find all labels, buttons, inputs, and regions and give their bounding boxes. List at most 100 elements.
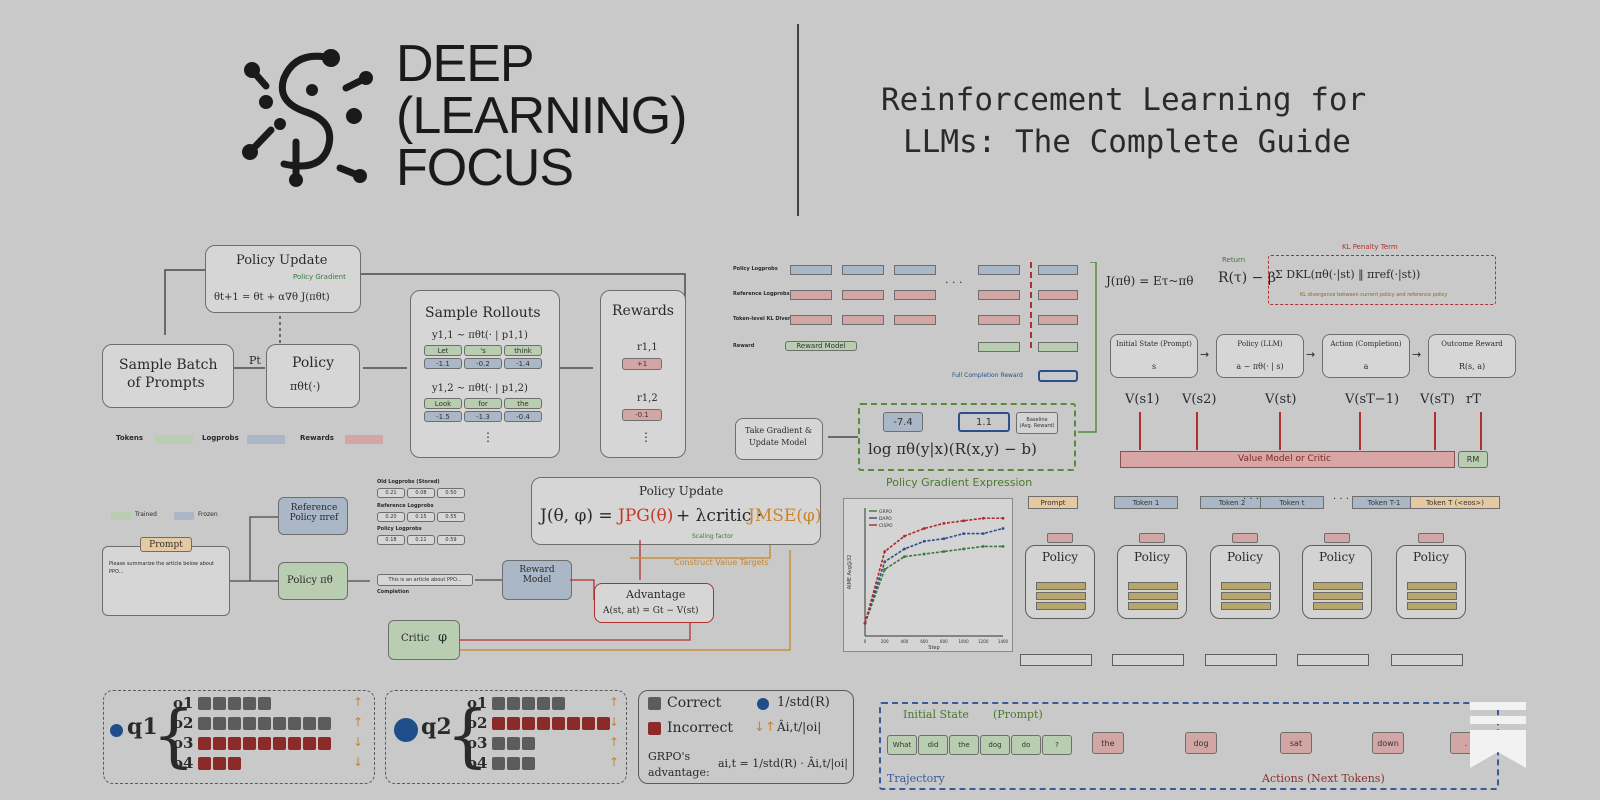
inv-std-label: 1/std(R) [777, 695, 830, 710]
policy-card-label: Policy [1042, 550, 1078, 564]
trajectory-token: ? [1042, 735, 1072, 755]
policy-card: Policy [1025, 545, 1095, 619]
q2-dot-icon [394, 718, 418, 742]
reward-r1-label: r1,1 [637, 342, 658, 353]
advantage-equation: A(st, at) = Gt − V(st) [603, 606, 699, 616]
action-chip: down [1372, 732, 1404, 754]
bookmark-icon[interactable] [1470, 702, 1530, 770]
rollout-token: the [504, 398, 542, 409]
token-chip: Token t [1260, 496, 1324, 509]
policy-theta-box [278, 562, 348, 600]
incorrect-token [597, 717, 610, 730]
kl-cell [978, 290, 1020, 300]
reward-model-ppo-box [502, 560, 572, 600]
ref-logprobs-label: Reference Logprobs [377, 503, 434, 509]
trajectory-label: Trajectory [887, 772, 945, 785]
token-ellipsis: · · · [1333, 494, 1349, 505]
rl-step-box [1110, 334, 1198, 378]
chart-panel [843, 498, 1013, 652]
kl-sum-expression: Σ DKL(πθ(·|st) ‖ πref(·|st)) [1275, 268, 1421, 281]
ppo-logprob-cell: 0.15 [407, 512, 435, 522]
prompt-paren-label: (Prompt) [993, 708, 1043, 721]
legend-trained-swatch [111, 512, 131, 520]
advantage-arrow: ↑ [609, 695, 620, 709]
correct-token [243, 697, 256, 710]
token-chip: Token T (<eos>) [1410, 496, 1500, 509]
kl-cell-final [1038, 290, 1078, 300]
rollout-token: Look [424, 398, 462, 409]
value-stem [1480, 412, 1482, 450]
value-stem [1434, 412, 1436, 450]
trajectory-token: did [918, 735, 948, 755]
trajectory-token: What [887, 735, 917, 755]
pg-expression: log πθ(y|x)(R(x,y) − b) [868, 440, 1037, 458]
policy-card-input [1205, 654, 1277, 666]
grpo-q1-panel [103, 690, 375, 784]
policy-card-label: Policy [1413, 550, 1449, 564]
logo-line-1: DEEP [396, 35, 535, 93]
policy-card: Policy [1210, 545, 1280, 619]
value-stem [1196, 412, 1198, 450]
kl-reward-cell-final [1038, 342, 1078, 352]
x-tick-label: 1400 [998, 639, 1009, 644]
rollout-token: for [464, 398, 502, 409]
grpo-formula: ai,t = 1/std(R) · Âi,t/|oi| [718, 757, 849, 770]
policy-card-bar [1128, 602, 1178, 610]
prompt-text: Please summarize the article below about… [109, 561, 214, 575]
token-chip: Token T-1 [1352, 496, 1416, 509]
kl-cell [978, 315, 1020, 325]
take-gradient-box [735, 418, 823, 460]
rl-step-arrow: → [1412, 348, 1422, 361]
series-point [863, 621, 867, 625]
policy-card-bar [1221, 602, 1271, 610]
incorrect-token [507, 717, 520, 730]
objective-label: J(πθ) = Eτ~πθ [1106, 274, 1194, 288]
policy-card-bar [1313, 592, 1363, 600]
policy-card-input [1391, 654, 1463, 666]
incorrect-token [198, 757, 211, 770]
policy-card: Policy [1117, 545, 1187, 619]
value-stem [1279, 412, 1281, 450]
correct-token [228, 717, 241, 730]
incorrect-label: Incorrect [667, 720, 733, 736]
grpo-q2-panel [385, 690, 627, 784]
full-completion-reward-label: Full Completion Reward [952, 372, 1023, 379]
rl-step-box [1216, 334, 1304, 378]
inv-std-dot-icon [757, 698, 769, 710]
objective-jpg: JPG(θ) [618, 506, 674, 526]
policy-card-input [1297, 654, 1369, 666]
legend-logprobs-label: Logprobs [202, 434, 239, 442]
q1-label: q1 [127, 714, 158, 740]
reward-r2-value: -0.1 [622, 409, 662, 421]
policy-card-label: Policy [1134, 550, 1170, 564]
reward-r2-label: r1,2 [637, 393, 658, 404]
policy-card-bar [1221, 582, 1271, 590]
series-point [1001, 527, 1005, 530]
header-divider [797, 24, 799, 216]
rl-step-sub: a ~ πθ(· | s) [1236, 362, 1284, 371]
rl-step-arrow: → [1200, 348, 1210, 361]
advantage-arrow: ↑ [353, 695, 364, 709]
x-tick-label: 0 [864, 639, 867, 644]
sample-batch-label-1: Sample Batch [119, 357, 218, 373]
pg-expression-title: Policy Gradient Expression [886, 476, 1033, 489]
output-label: o4 [467, 754, 488, 772]
policy-card-tag [1047, 533, 1073, 543]
rl-step-label: Action (Completion) [1330, 340, 1402, 348]
policy-update-label: Policy Update [236, 253, 328, 268]
kl-note: KL divergence between current policy and… [1300, 292, 1448, 298]
full-completion-reward-box [1038, 370, 1078, 382]
legend-tokens-swatch [155, 435, 193, 444]
correct-token [492, 757, 505, 770]
return-symbol: R(τ) − β [1218, 270, 1276, 286]
scaling-factor-label: Scaling factor [692, 533, 734, 540]
rm-box: RM [1458, 451, 1488, 468]
objective-left: J(θ, φ) = [540, 506, 613, 526]
legend-rewards-label: Rewards [300, 434, 334, 442]
action-chip: sat [1280, 732, 1312, 754]
trajectory-token: the [949, 735, 979, 755]
correct-token [507, 757, 520, 770]
series-line-dapo [864, 527, 1004, 624]
incorrect-token [198, 737, 211, 750]
legend-label: DAPO [879, 516, 892, 522]
